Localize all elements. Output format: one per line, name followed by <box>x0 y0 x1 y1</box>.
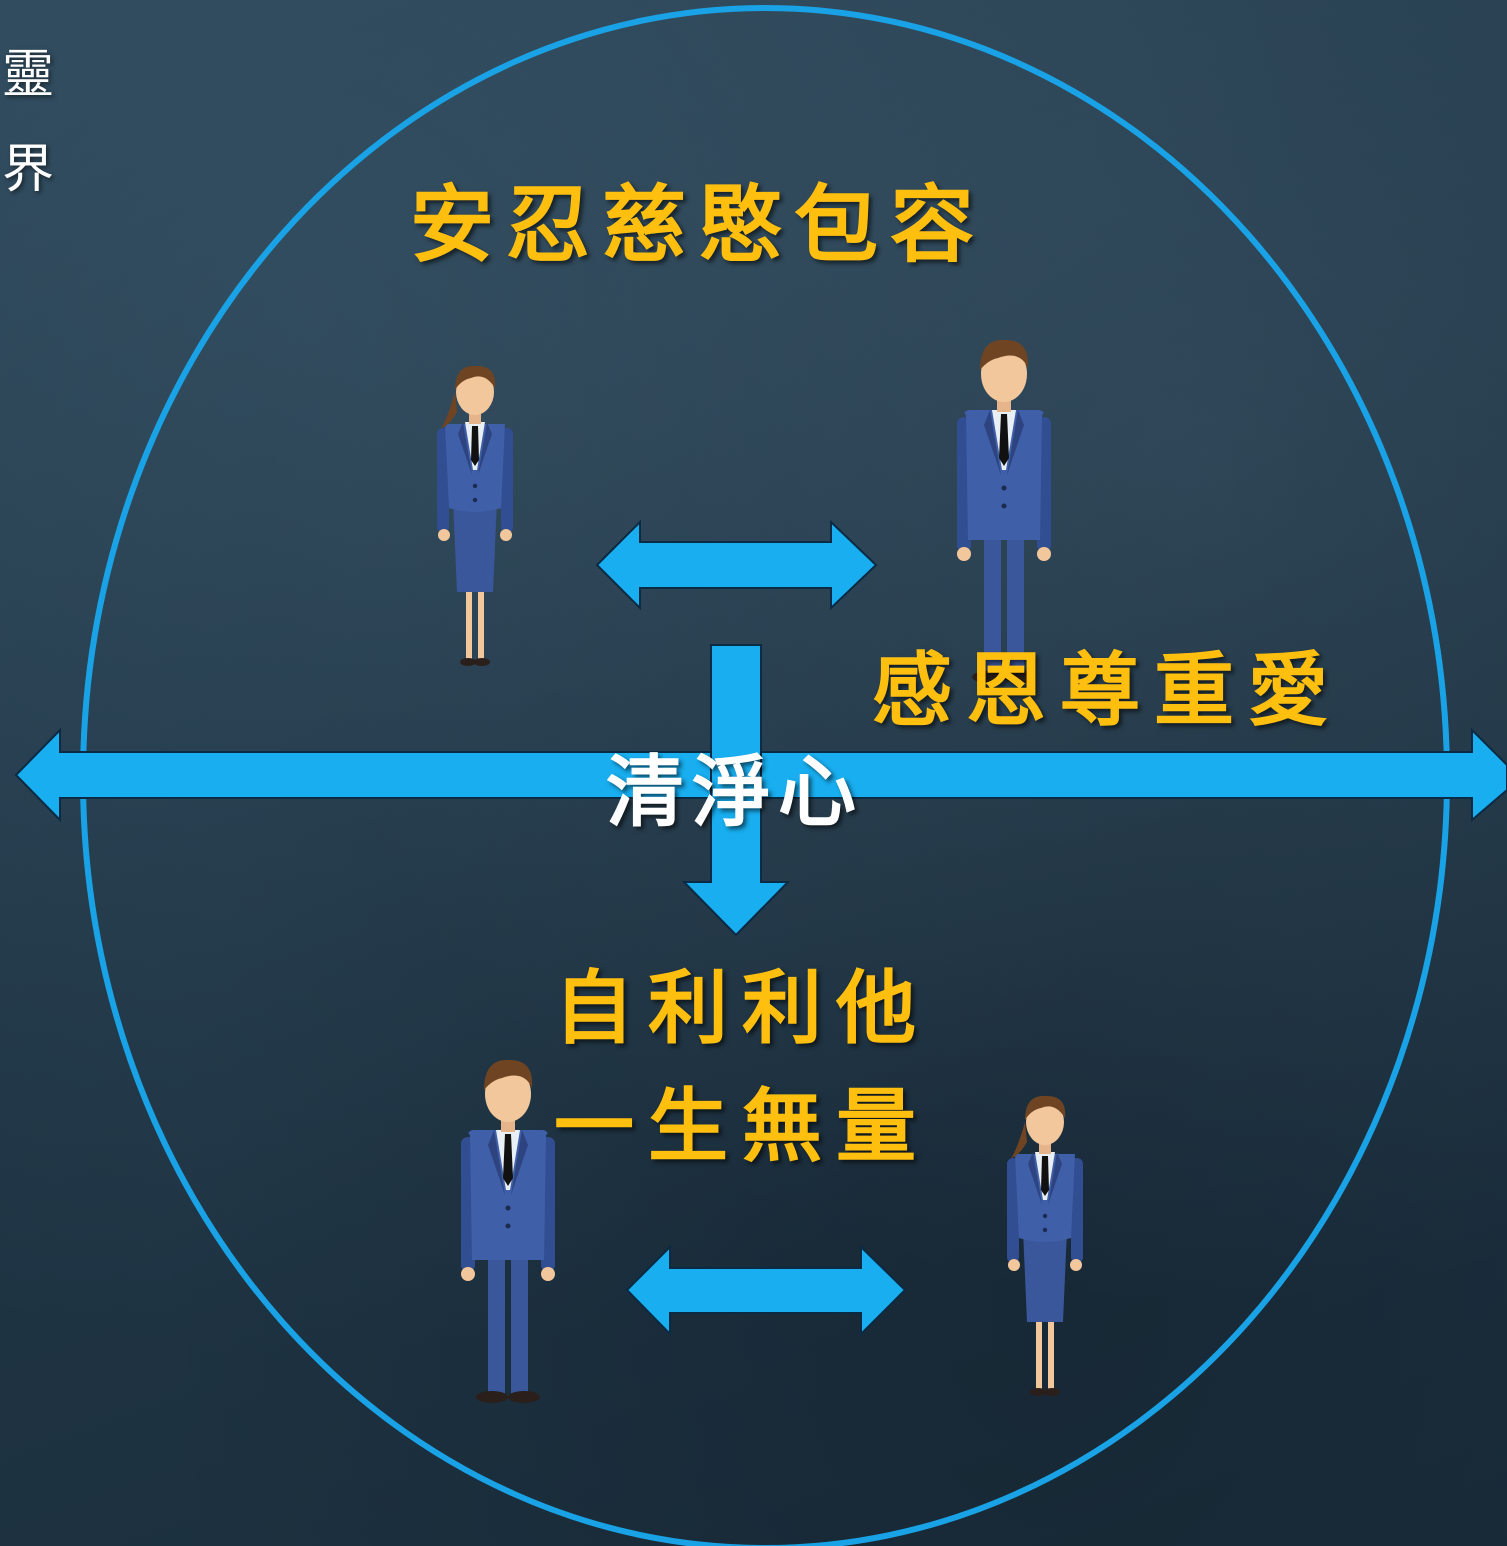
top-double-arrow <box>595 519 878 611</box>
vertical-down-arrow <box>681 644 791 937</box>
side-title: 靈界 <box>2 45 55 200</box>
woman-top-left <box>437 365 513 666</box>
label-top: 安忍慈愍包容 <box>410 175 987 274</box>
label-center: 清淨心 <box>606 747 865 838</box>
label-bottom-line2: 一生無量 <box>554 1079 930 1173</box>
label-bottom-line1: 自利利他 <box>554 961 930 1055</box>
label-right: 感恩尊重愛 <box>872 643 1342 737</box>
woman-bottom-right <box>1007 1095 1083 1396</box>
man-bottom-left <box>461 1059 555 1403</box>
bottom-double-arrow <box>625 1244 907 1337</box>
